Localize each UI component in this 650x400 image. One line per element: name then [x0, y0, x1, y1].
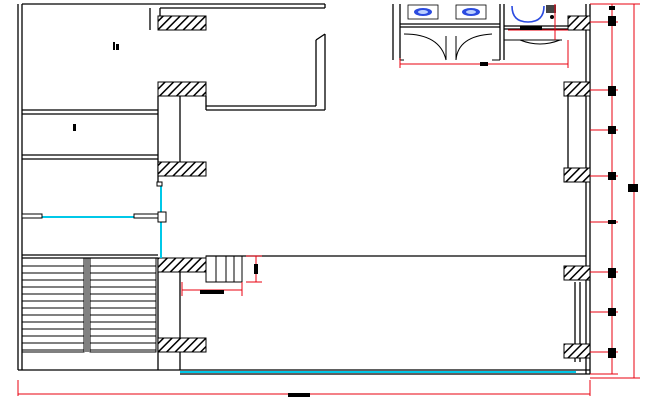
column	[563, 343, 591, 359]
door-swing-icon	[400, 33, 562, 61]
columns	[157, 15, 591, 359]
toilet-icon	[511, 5, 556, 23]
column	[563, 167, 591, 183]
staircase	[21, 257, 157, 353]
dimension-lines	[17, 3, 640, 396]
column	[157, 337, 207, 353]
stair-flight	[21, 257, 85, 353]
column	[157, 15, 207, 31]
stair-flight	[89, 257, 157, 353]
dimension-text-marks	[200, 6, 638, 397]
washbasin-icon	[407, 4, 439, 20]
column	[567, 15, 591, 31]
washbasin-icon	[455, 4, 487, 20]
walls	[17, 3, 591, 375]
column	[157, 81, 207, 97]
column	[157, 257, 207, 273]
fixtures	[73, 4, 562, 131]
column	[563, 81, 591, 97]
column	[563, 265, 591, 281]
entry-steps	[205, 255, 243, 283]
column	[157, 161, 207, 177]
